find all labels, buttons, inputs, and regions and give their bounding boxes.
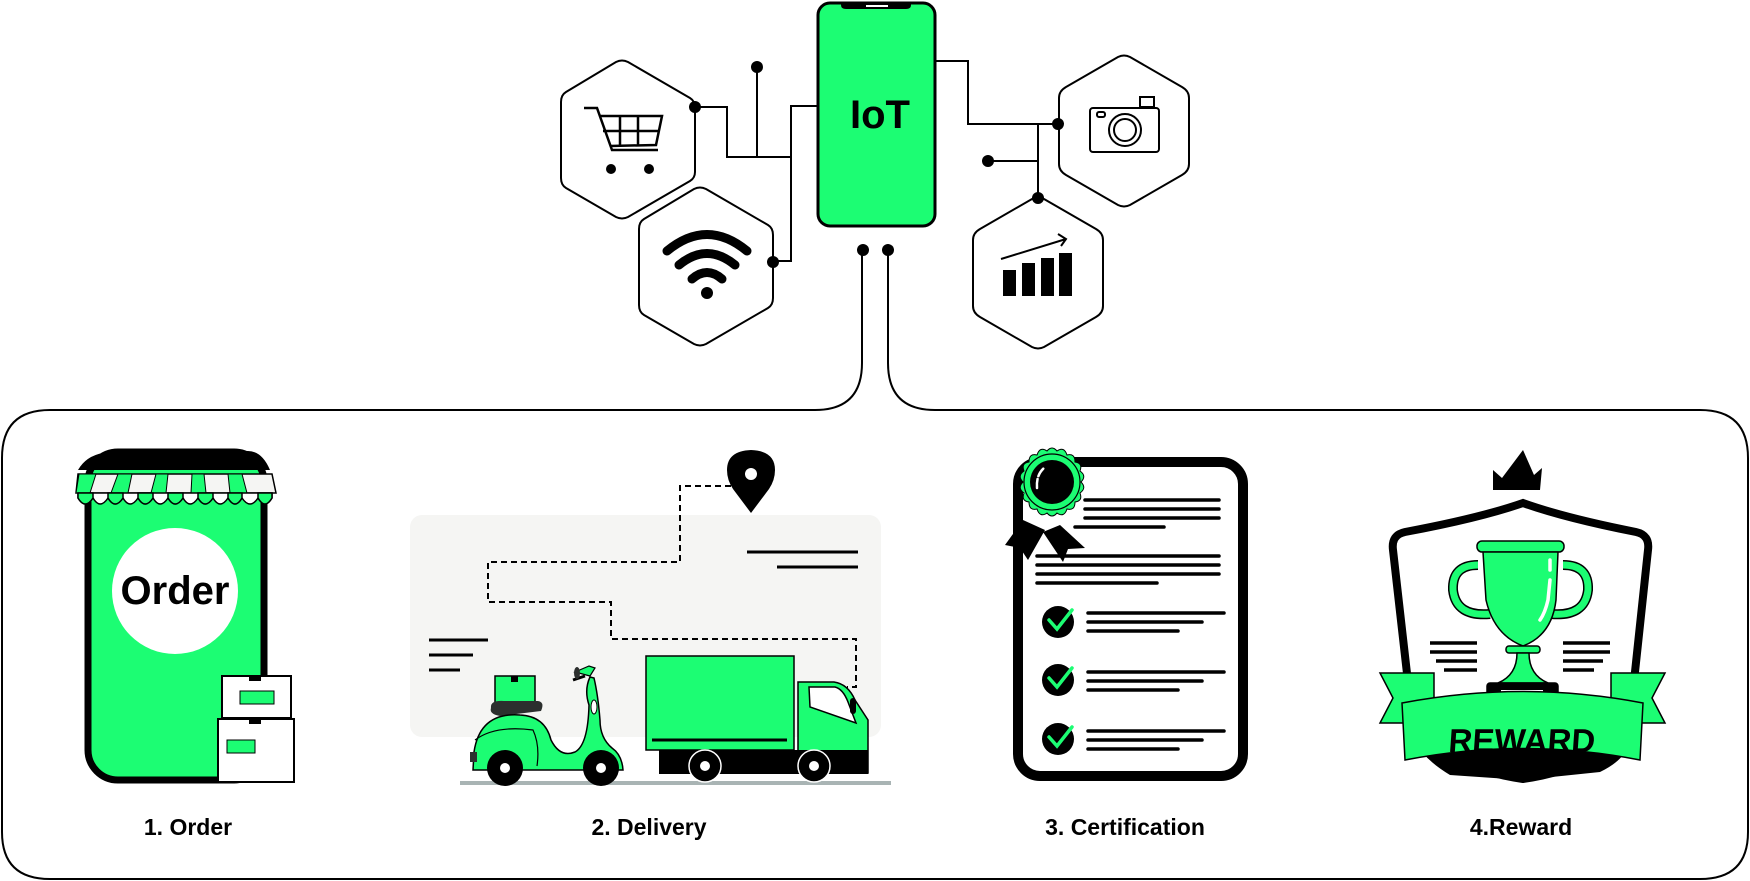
checkmark-icon xyxy=(1042,606,1074,638)
smartphone-icon xyxy=(816,1,937,228)
checkmark-icon xyxy=(1042,723,1074,755)
award-seal-icon xyxy=(1005,447,1085,562)
connector-dot xyxy=(689,101,701,113)
checkmark-icon xyxy=(1042,664,1074,696)
order-badge xyxy=(112,528,238,654)
text-lines xyxy=(1035,498,1226,751)
connector-dot xyxy=(857,244,869,256)
scooter xyxy=(470,665,624,786)
reward-banner-text: REWARD xyxy=(1447,723,1596,760)
step-label-delivery: 2. Delivery xyxy=(591,814,707,840)
delivery-icon xyxy=(410,450,891,786)
step-label-order: 1. Order xyxy=(143,814,233,840)
ribbon-banner xyxy=(1378,672,1667,761)
stacked-boxes xyxy=(217,675,295,783)
hex-analytics xyxy=(972,192,1104,350)
connector-dot xyxy=(1032,192,1044,204)
route-path xyxy=(487,485,857,688)
certificate-icon xyxy=(1005,447,1248,781)
process-card xyxy=(1,250,1749,880)
step-label-certification: 3. Certification xyxy=(1045,814,1205,840)
hex-camera xyxy=(1052,54,1190,208)
hex-shopping xyxy=(560,59,701,220)
wifi-icon xyxy=(662,230,752,284)
hub-label: IoT xyxy=(850,93,910,137)
crown-icon xyxy=(1493,450,1542,490)
connector-dot xyxy=(882,244,894,256)
connector-dot xyxy=(751,61,763,73)
shopping-cart-icon xyxy=(584,106,664,174)
circuit-lines xyxy=(695,60,1058,262)
wifi-dot xyxy=(701,287,713,299)
reward-trophy-icon xyxy=(1378,450,1667,784)
awning xyxy=(75,451,277,505)
truck xyxy=(645,655,869,783)
growth-chart-icon xyxy=(1000,233,1072,296)
camera-icon xyxy=(1089,96,1160,153)
order-shop-icon xyxy=(75,448,295,784)
connector-dot xyxy=(767,256,779,268)
connector-dot xyxy=(1052,118,1064,130)
location-pin-icon xyxy=(727,450,775,513)
connector-dot xyxy=(982,155,994,167)
text-lines xyxy=(1430,641,1610,672)
hex-wifi xyxy=(638,186,779,347)
step-label-reward: 4.Reward xyxy=(1469,814,1573,840)
order-badge-text: Order xyxy=(121,569,230,613)
text-lines xyxy=(429,550,858,672)
